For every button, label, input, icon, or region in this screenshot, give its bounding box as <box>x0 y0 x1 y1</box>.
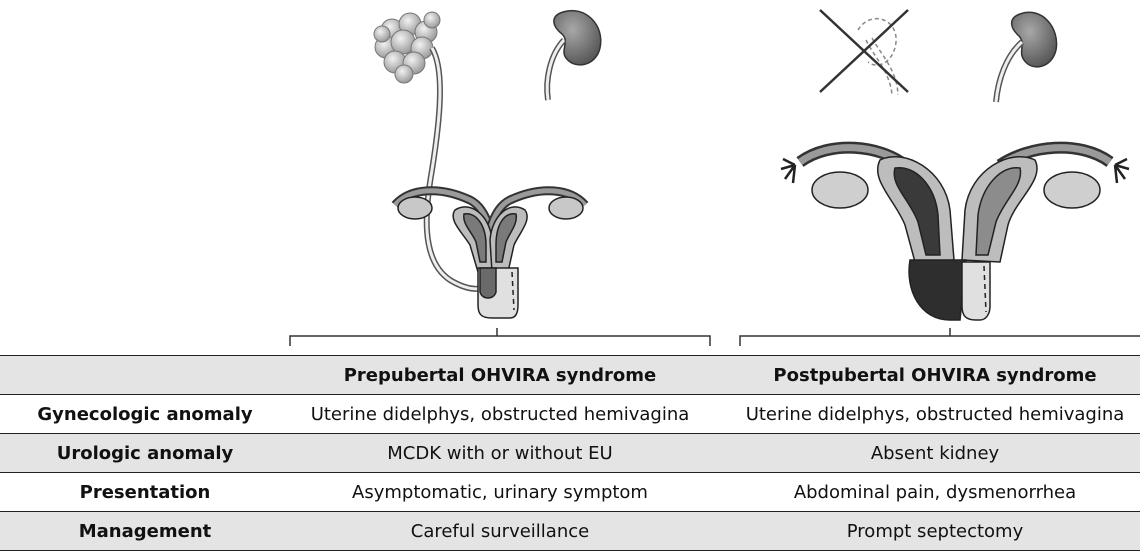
anatomy-illustration <box>289 9 1140 346</box>
cell-postpubertal: Prompt septectomy <box>846 520 1024 542</box>
table-header-row: Prepubertal OHVIRA syndrome Postpubertal… <box>0 355 1140 395</box>
bracket-postpubertal <box>739 328 1140 346</box>
cell-prepubertal: Careful surveillance <box>410 520 590 542</box>
table-row: Gynecologic anomaly Uterine didelphys, o… <box>0 394 1140 434</box>
uterus-didelphys-icon <box>391 186 589 319</box>
bracket-prepubertal <box>289 328 711 346</box>
cell-postpubertal: Abdominal pain, dysmenorrhea <box>793 481 1077 503</box>
cell-prepubertal: MCDK with or without EU <box>387 442 613 464</box>
header-postpubertal: Postpubertal OHVIRA syndrome <box>773 364 1097 386</box>
comparison-table: Prepubertal OHVIRA syndrome Postpubertal… <box>0 355 1140 551</box>
header-prepubertal: Prepubertal OHVIRA syndrome <box>343 364 657 386</box>
row-label: Management <box>78 520 212 542</box>
kidney-icon <box>993 11 1058 103</box>
header-empty-cell <box>0 356 290 395</box>
kidney-icon <box>544 9 602 101</box>
row-label: Gynecologic anomaly <box>37 403 253 425</box>
cell-postpubertal: Absent kidney <box>870 442 1000 464</box>
multicystic-kidney-icon <box>373 11 441 84</box>
table-row: Urologic anomaly MCDK with or without EU… <box>0 433 1140 473</box>
row-label: Urologic anomaly <box>56 442 234 464</box>
table-row: Presentation Asymptomatic, urinary sympt… <box>0 472 1140 512</box>
cell-prepubertal: Asymptomatic, urinary symptom <box>352 481 648 503</box>
uterus-didelphys-icon <box>780 141 1130 321</box>
cell-postpubertal: Uterine didelphys, obstructed hemivagina <box>745 403 1125 425</box>
cell-prepubertal: Uterine didelphys, obstructed hemivagina <box>310 403 690 425</box>
table-row: Management Careful surveillance Prompt s… <box>0 511 1140 551</box>
row-label: Presentation <box>79 481 211 503</box>
absent-kidney-icon <box>819 9 909 96</box>
